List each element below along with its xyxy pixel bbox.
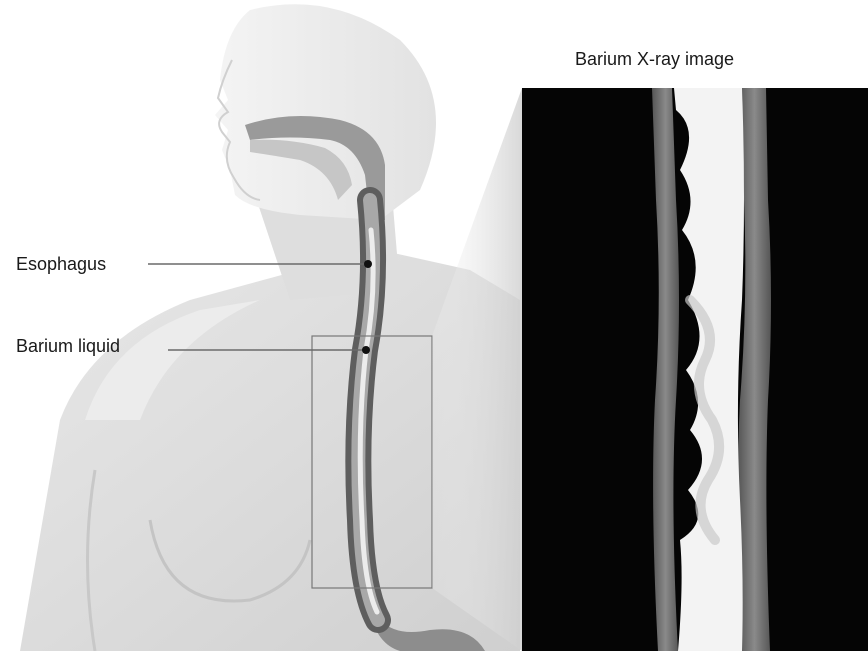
head: [215, 4, 436, 220]
barium-liquid-label: Barium liquid: [16, 336, 120, 356]
xray-panel-title: Barium X-ray image: [575, 49, 734, 70]
barium-callout-dot: [362, 346, 370, 354]
projection-cone: [432, 88, 522, 651]
esophagus-callout-dot: [364, 260, 372, 268]
esophagus-label: Esophagus: [16, 254, 106, 274]
